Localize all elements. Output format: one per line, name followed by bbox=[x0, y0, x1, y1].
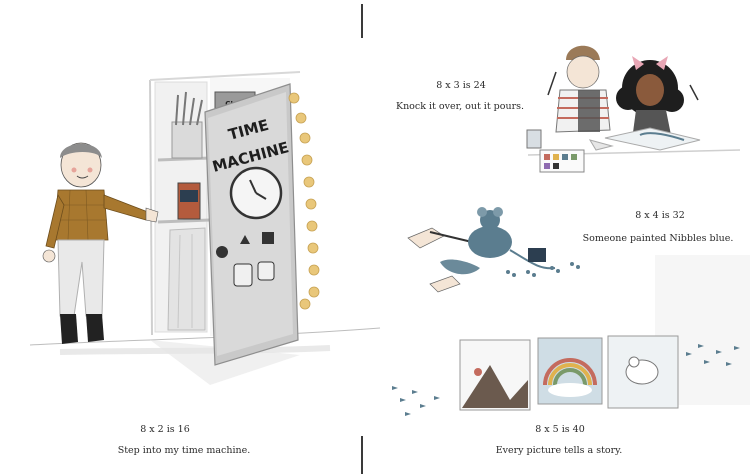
mouse-nibbles bbox=[468, 226, 512, 258]
rhyme-line-8x3: Knock it over, out it pours. bbox=[395, 101, 525, 112]
equation-8x3: 8 x 3 is 24 bbox=[436, 80, 486, 91]
time-machine-scene: CLAY TIME MACHINE bbox=[29, 71, 381, 385]
paintbrush-icon bbox=[547, 71, 557, 96]
gutter-line-top bbox=[361, 4, 363, 38]
dial-knob-icon bbox=[216, 246, 228, 258]
rhyme-line-8x4: Someone painted Nibbles blue. bbox=[582, 233, 734, 244]
painting-scene bbox=[526, 45, 741, 173]
equation-8x2: 8 x 2 is 16 bbox=[140, 424, 190, 435]
nibbles-scene bbox=[407, 207, 750, 405]
bulb-lights bbox=[288, 92, 320, 310]
equation-8x5: 8 x 5 is 40 bbox=[535, 424, 585, 435]
paint-pot-icon bbox=[528, 248, 546, 262]
rhyme-line-8x5: Every picture tells a story. bbox=[495, 445, 623, 456]
switch-icon-2 bbox=[257, 261, 275, 281]
paw-prints bbox=[506, 262, 580, 277]
gutter-line-bottom bbox=[361, 436, 363, 474]
bird-marks bbox=[392, 344, 740, 416]
square-button-icon bbox=[262, 232, 274, 244]
water-jar-icon bbox=[526, 129, 542, 149]
switch-icon bbox=[233, 263, 253, 287]
bow-icon bbox=[632, 56, 668, 70]
equation-8x4: 8 x 4 is 32 bbox=[635, 210, 685, 221]
pictures-scene bbox=[392, 335, 740, 416]
paintbrush-icon-2 bbox=[429, 231, 473, 243]
boy-figure bbox=[42, 142, 159, 344]
triangle-button-icon bbox=[240, 235, 250, 244]
rhyme-line-8x2: Step into my time machine. bbox=[117, 445, 251, 456]
